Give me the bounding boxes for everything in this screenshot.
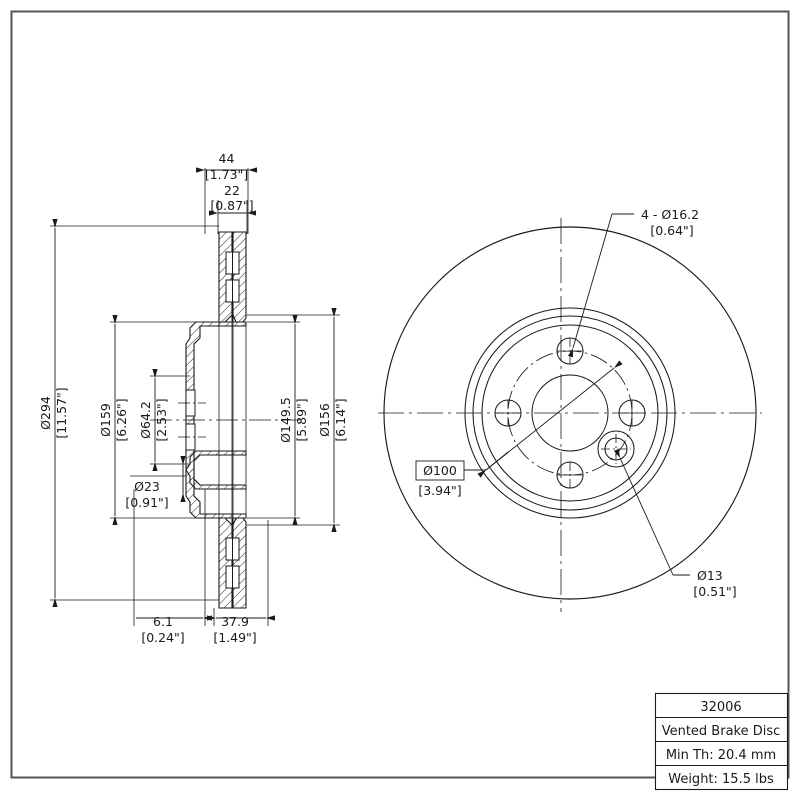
hat-third-circle (481, 324, 659, 502)
dim-overall-width: 44 [1.73"] (196, 151, 257, 234)
dim-outer-diameter: Ø294 [11.57"] (38, 219, 219, 607)
callout-bolt-circle-value: Ø100 (423, 463, 457, 478)
lug-hole-bottom (556, 461, 584, 489)
part-number: 32006 (700, 700, 741, 715)
dim-vent-inner-diameter-value: Ø149.5 (278, 397, 293, 443)
rotor-plate-outboard-lower (218, 517, 233, 609)
dim-pad-contact-diameter: Ø156 [6.14"] (247, 308, 348, 532)
title-block: 32006 Vented Brake Disc Min Th: 20.4 mm … (654, 692, 789, 791)
basic-dimension-box (415, 460, 465, 481)
part-description: Vented Brake Disc (662, 724, 781, 739)
dim-hub-depth-alt: [1.49"] (213, 630, 256, 645)
dim-hub-flange-diameter: Ø159 [6.26"] (98, 315, 200, 525)
callout-pilot-hole-value: Ø13 (697, 568, 723, 583)
callout-bolt-circle: Ø100 [3.94"] (415, 360, 623, 498)
hat-outer-circle (464, 307, 676, 519)
dim-hub-flange-diameter-value: Ø159 (98, 403, 113, 437)
dim-small-hole-value: Ø23 (134, 479, 160, 494)
center-bore-circle (531, 374, 609, 452)
min-thickness: Min Th: 20.4 mm (666, 748, 776, 763)
dim-hub-offset: 6.1 [0.24"] (133, 489, 212, 645)
dim-vent-inner-diameter: Ø149.5 [5.89"] (247, 315, 309, 525)
cross-section-view: 44 [1.73"] 22 [0.87"] Ø294 [11.57"] Ø159… (38, 151, 348, 645)
dim-center-bore: Ø64.2 [2.53"] (138, 369, 190, 471)
leader-bolt-line-b (477, 451, 509, 478)
dim-overall-width-value: 44 (219, 151, 235, 166)
dim-pad-contact-diameter-alt: [6.14"] (333, 398, 348, 441)
dim-pad-contact-diameter-value: Ø156 (317, 403, 332, 437)
rotor-outer-circle (383, 226, 757, 600)
dim-vent-inner-diameter-alt: [5.89"] (294, 398, 309, 441)
rotor-upper-plates (218, 231, 247, 323)
dim-rotor-thickness: 22 [0.87"] (209, 183, 256, 234)
lug-hole-top (556, 337, 584, 365)
lug-hole-right (618, 399, 646, 427)
rotor-lower-plates (218, 517, 247, 609)
drawing-frame (10, 10, 790, 779)
callout-lug-holes-alt: [0.64"] (650, 223, 693, 238)
callout-lug-holes: 4 - Ø16.2 [0.64"] (567, 207, 699, 358)
vent-channels-upper (225, 232, 240, 322)
callout-pilot-hole: Ø13 [0.51"] (613, 448, 737, 599)
dim-outer-diameter-alt: [11.57"] (54, 387, 69, 438)
dim-hub-flange-diameter-alt: [6.26"] (114, 398, 129, 441)
dim-overall-width-alt: [1.73"] (205, 167, 248, 182)
dim-center-bore-value: Ø64.2 (138, 401, 153, 439)
callout-lug-holes-value: 4 - Ø16.2 (641, 207, 699, 222)
dim-hub-depth-value: 37.9 (221, 614, 249, 629)
dim-hub-offset-alt: [0.24"] (141, 630, 184, 645)
dim-small-hole: Ø23 [0.91"] (125, 456, 186, 510)
pilot-hole-counterbore (597, 430, 635, 468)
rotor-plate-inboard-lower (232, 517, 247, 609)
front-face-view: 4 - Ø16.2 [0.64"] Ø100 [3.94"] Ø13 [0.51… (378, 207, 762, 612)
dim-hub-offset-value: 6.1 (153, 614, 173, 629)
pilot-hole-group (597, 430, 635, 468)
leader-pilot-line (613, 448, 674, 576)
dim-center-bore-alt: [2.53"] (154, 398, 169, 441)
hub-hat-profile-lower (185, 450, 247, 519)
vent-channels-lower (225, 518, 240, 608)
dim-outer-diameter-value: Ø294 (38, 396, 53, 430)
callout-pilot-hole-alt: [0.51"] (693, 584, 736, 599)
dim-hub-depth: 37.9 [1.49"] (207, 520, 275, 645)
callout-bolt-circle-alt: [3.94"] (418, 483, 461, 498)
dim-rotor-thickness-alt: [0.87"] (210, 198, 253, 213)
rotor-plate-outboard-upper (218, 231, 233, 323)
leader-lug-line (567, 213, 613, 358)
dim-rotor-thickness-value: 22 (224, 183, 240, 198)
rotor-plate-inboard-upper (232, 231, 247, 323)
dim-small-hole-alt: [0.91"] (125, 495, 168, 510)
part-weight: Weight: 15.5 lbs (668, 772, 774, 787)
hat-second-circle (472, 315, 668, 511)
lug-hole-left (494, 399, 522, 427)
